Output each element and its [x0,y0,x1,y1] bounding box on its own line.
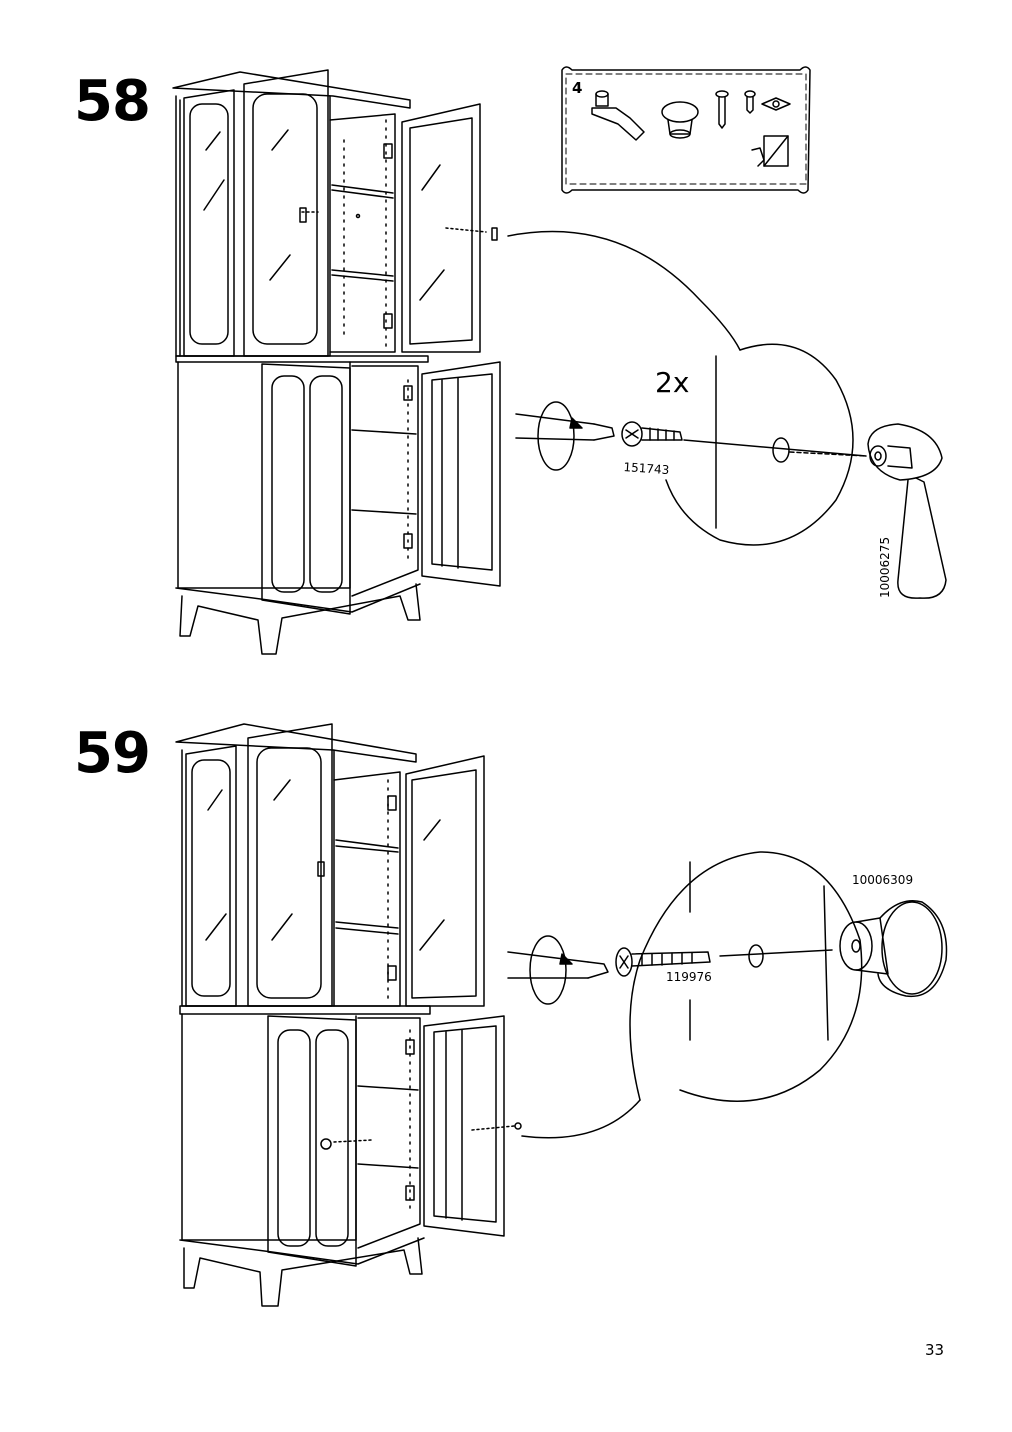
knob-icon [662,102,698,138]
knob-part-number: 10006309 [852,873,914,887]
cabinet-58-icon [173,70,500,654]
screw-part-number: 119976 [666,970,712,984]
parts-kit-box [562,67,810,193]
page-number: 33 [925,1341,945,1359]
cabinet-59-icon [176,724,521,1306]
handle-icon [868,424,946,598]
parts-kit-count: 4 [572,79,583,97]
short-screw-icon [745,91,755,113]
quantity-label: 2x [655,366,690,399]
long-screw-icon [716,91,728,128]
screwdriver-icon [508,936,608,1004]
screwdriver-icon [516,402,614,470]
handle-icon [592,91,644,140]
knob-icon [840,901,947,997]
screw-119976-icon [616,948,710,976]
step-number-58: 58 [74,69,151,134]
bumper-pad-icon [762,98,790,110]
detail-callout-59 [522,852,862,1138]
detail-callout-58 [508,232,866,545]
screw-151743-icon [622,422,682,446]
step-number-59: 59 [74,721,151,786]
do-not-icon [752,136,788,166]
